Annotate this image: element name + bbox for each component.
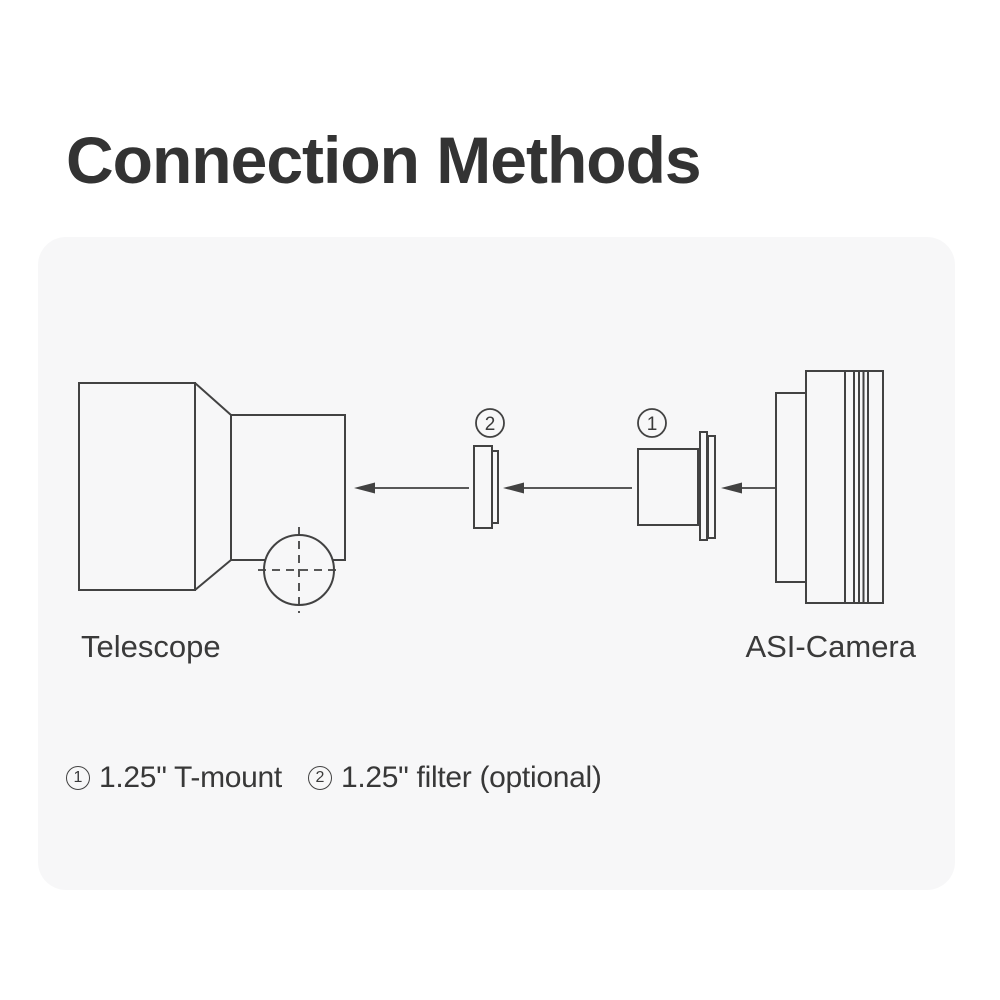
tmount-flange-outer-outline — [699, 431, 708, 541]
legend-filter-text: 1.25" filter (optional) — [340, 760, 602, 794]
tmount-body-outline — [637, 448, 699, 526]
telescope-label: Telescope — [81, 629, 221, 664]
tmount-flange-inner-outline — [707, 435, 716, 539]
filter-marker-number: 2 — [485, 414, 496, 435]
arrow-tmount-to-filter — [503, 482, 632, 494]
circled-1-icon: 1 — [66, 765, 90, 790]
legend-item-tmount: 1 1.25" T-mount — [66, 761, 282, 795]
arrow-head-icon — [503, 482, 524, 494]
legend-item-filter: 2 1.25" filter (optional) — [307, 760, 602, 795]
legend: 1 1.25" T-mount 2 1.25" filter (optional… — [66, 759, 602, 796]
telescope-taper-bottom-line — [194, 559, 232, 591]
telescope-taper-top-line — [194, 382, 232, 416]
arrow-head-icon — [721, 482, 742, 494]
page-title: Connection Methods — [66, 123, 702, 197]
arrow-head-icon — [354, 482, 375, 494]
arrow-camera-to-tmount — [721, 482, 775, 494]
circled-2-icon: 2 — [307, 765, 332, 790]
telescope-tube-outline — [78, 382, 196, 591]
filter-marker-circle — [475, 408, 505, 438]
camera-nose-outline — [775, 392, 807, 583]
filter-body-outline — [473, 445, 493, 529]
camera-label: ASI-Camera — [745, 629, 916, 664]
tmount-marker-number: 1 — [647, 414, 658, 435]
tmount-marker-circle — [637, 408, 667, 438]
arrow-filter-to-telescope — [354, 482, 469, 494]
legend-tmount-text: 1.25" T-mount — [99, 760, 282, 794]
